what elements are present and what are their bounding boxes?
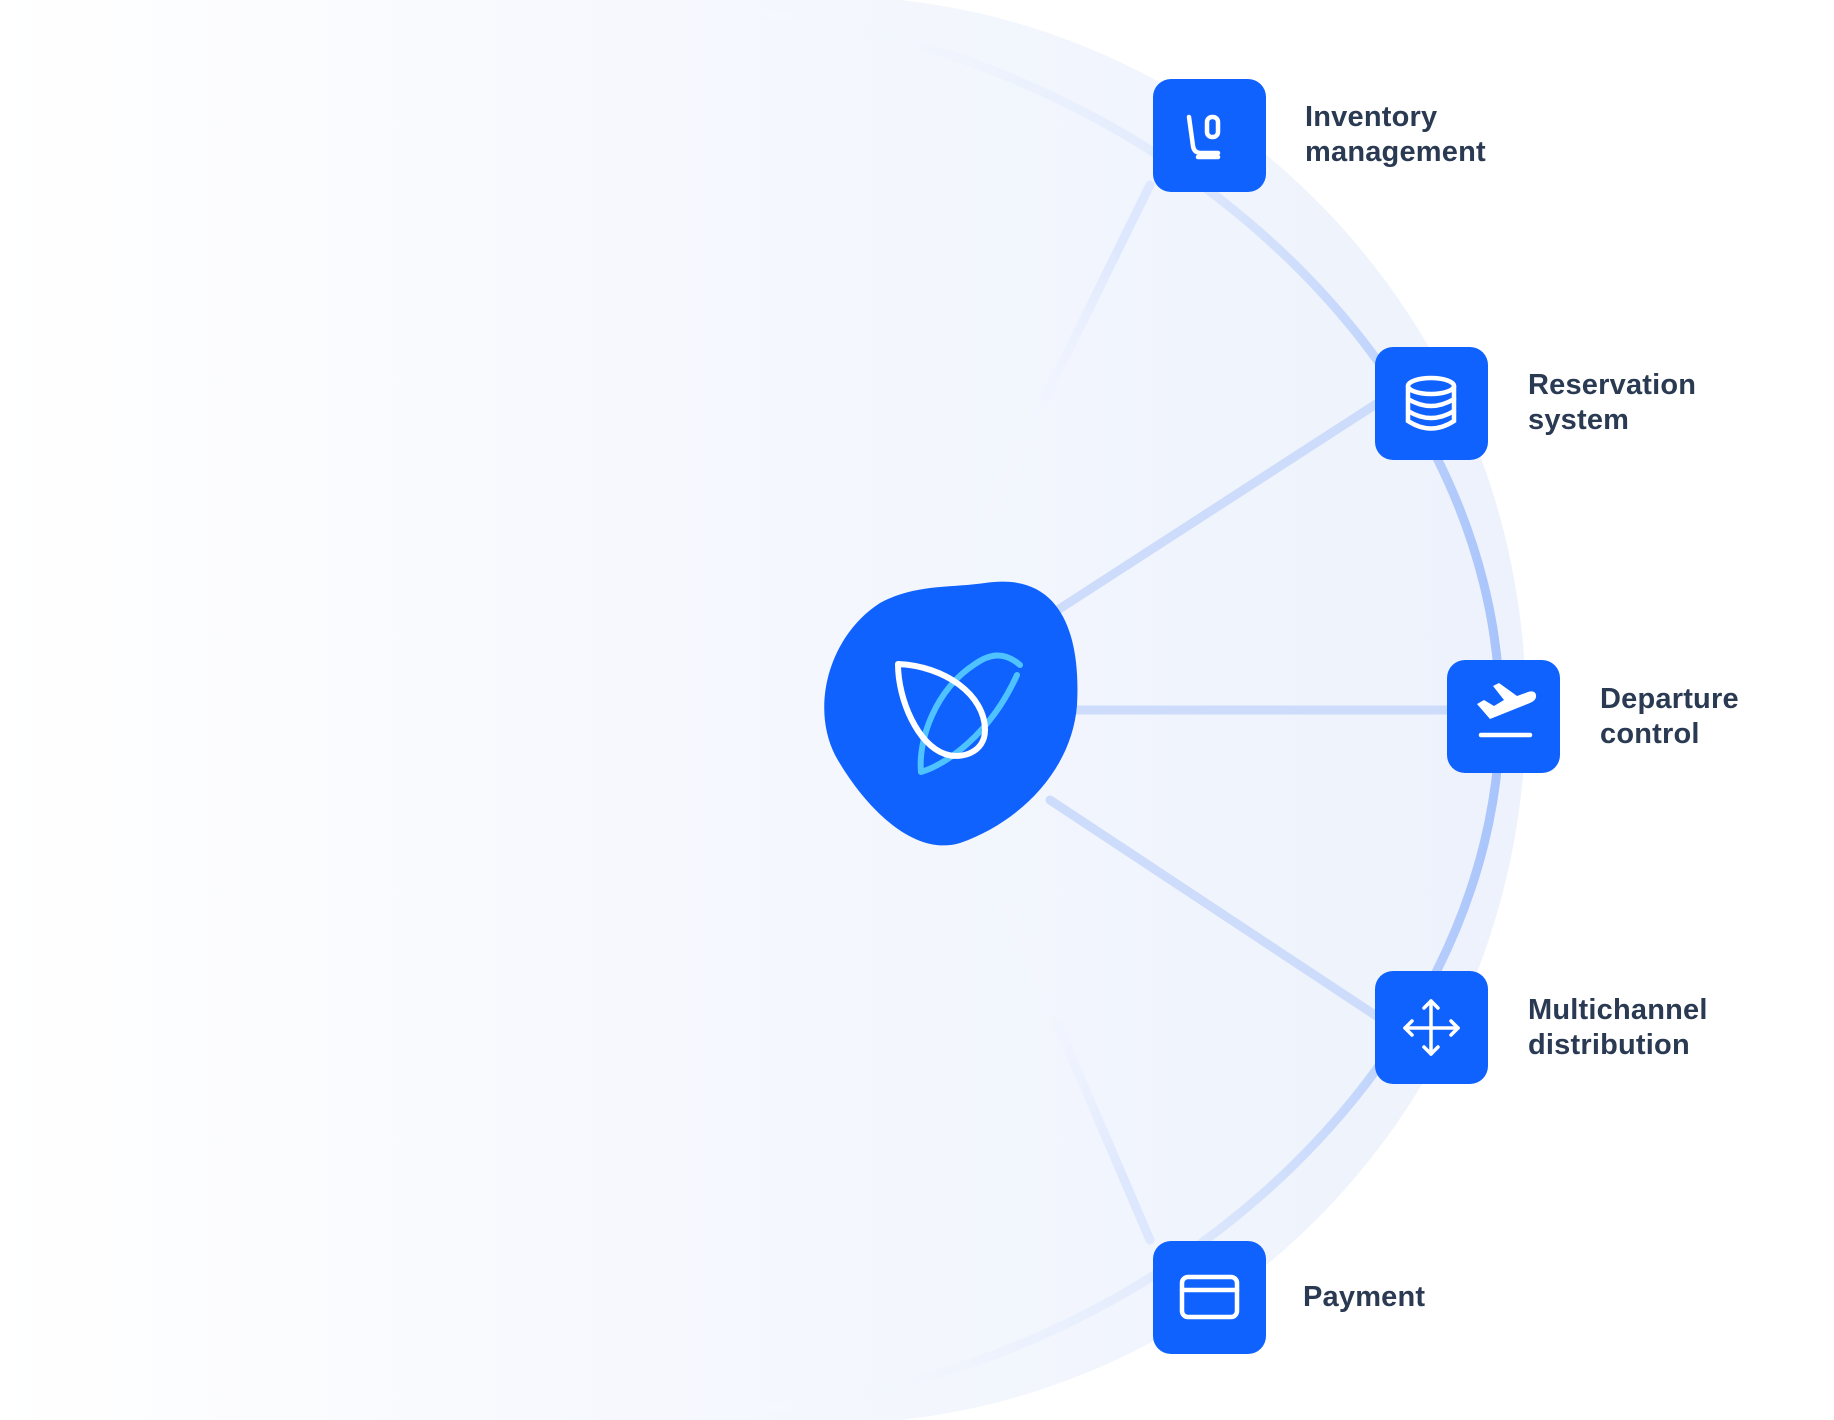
- label-reservation-line-2: system: [1528, 404, 1630, 436]
- reservation-tile[interactable]: [1375, 347, 1488, 460]
- credit-card-icon: [1179, 1274, 1240, 1320]
- plane-departure-icon: [1477, 683, 1537, 738]
- label-reservation: Reservation system: [1528, 368, 1696, 438]
- label-inventory-line-1: Inventory: [1305, 101, 1438, 133]
- hub-blob: [824, 581, 1078, 846]
- label-departure: Departure control: [1600, 682, 1739, 752]
- arrows-move-icon: [1403, 999, 1460, 1056]
- label-reservation-line-1: Reservation: [1528, 369, 1697, 401]
- leaf-bird-logo-icon: [895, 652, 1023, 775]
- spoke-payment: [995, 885, 1155, 1245]
- spoke-inventory: [975, 180, 1155, 535]
- label-multichannel-line-1: Multichannel: [1528, 994, 1708, 1026]
- node-departure[interactable]: [1447, 660, 1560, 773]
- node-reservation[interactable]: [1375, 347, 1488, 460]
- background-disc: [0, 0, 1527, 1420]
- spoke-multichannel: [1045, 795, 1395, 1030]
- label-departure-line-1: Departure: [1600, 683, 1739, 715]
- label-payment: Payment: [1303, 1280, 1425, 1315]
- node-multichannel[interactable]: [1375, 971, 1488, 1084]
- label-multichannel-line-2: distribution: [1528, 1029, 1690, 1061]
- label-departure-line-2: control: [1600, 718, 1700, 750]
- database-icon: [1405, 375, 1457, 431]
- airline-seat-icon: [1186, 114, 1221, 160]
- label-inventory: Inventory management: [1305, 100, 1486, 170]
- payment-tile[interactable]: [1153, 1241, 1266, 1354]
- hub: [824, 581, 1078, 846]
- label-multichannel: Multichannel distribution: [1528, 993, 1708, 1063]
- node-payment[interactable]: [1153, 1241, 1266, 1354]
- departure-tile[interactable]: [1447, 660, 1560, 773]
- label-inventory-line-2: management: [1305, 136, 1486, 168]
- spoke-reservation: [1045, 390, 1395, 620]
- node-inventory[interactable]: [1153, 79, 1266, 192]
- label-payment-line-1: Payment: [1303, 1281, 1426, 1313]
- spokes: [975, 180, 1465, 1245]
